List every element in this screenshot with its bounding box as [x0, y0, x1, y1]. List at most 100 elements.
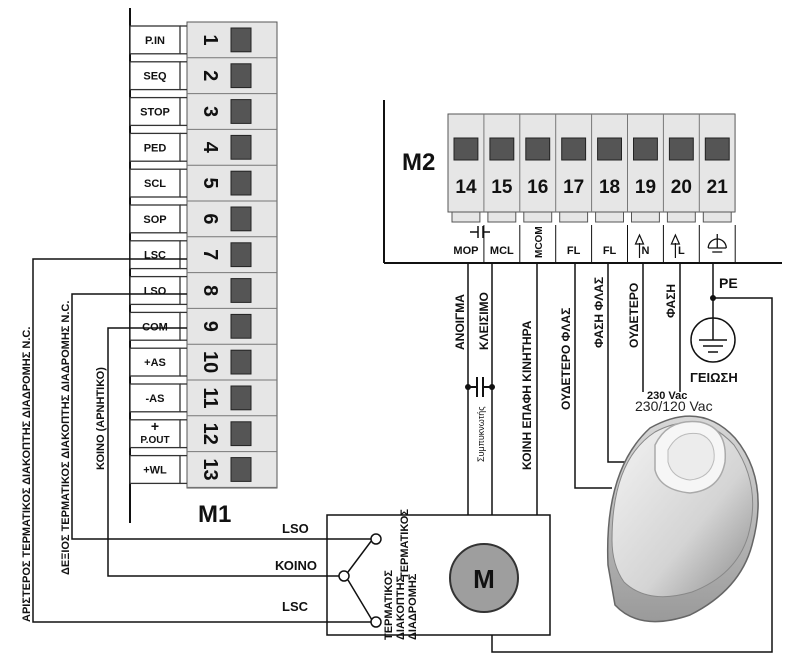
terminal-screw-icon [453, 137, 479, 161]
m1-label-text: +AS [144, 357, 166, 369]
m2-terminal-number: 19 [635, 177, 656, 198]
m2-terminal-number: 21 [707, 177, 729, 198]
m1-terminal-number: 8 [199, 285, 221, 296]
terminal-screw-icon [525, 137, 551, 161]
motor-letter: M [473, 564, 495, 594]
m1-label-text: -AS [146, 393, 165, 405]
m1-label-box [129, 383, 181, 413]
arrow-up-icon [634, 233, 645, 245]
terminal-screw-icon [230, 421, 252, 447]
pe-label: PE [719, 275, 738, 291]
m2-terminal-number: 14 [455, 177, 477, 198]
m1-label-box [129, 96, 181, 127]
m2-terminal-number: 18 [599, 177, 620, 198]
terminal-screw-icon [230, 242, 252, 268]
ground-icon [690, 317, 736, 363]
m1-label-text: SOP [143, 214, 166, 226]
terminal-screw-icon [633, 137, 658, 161]
m1-title: M1 [198, 501, 231, 528]
m2-sub-label: MOP [453, 245, 478, 257]
label-neutral: ΟΥΔΕΤΕΡΟ [627, 283, 641, 348]
supply-label-b: 230/120 Vac [635, 398, 713, 414]
m1-label-text: P.IN [145, 35, 165, 47]
terminal-screw-icon [230, 206, 252, 232]
label-flash-neutral: ΟΥΔΕΤΕΡΟ ΦΛΑΣ [559, 308, 573, 410]
terminal-screw-icon [230, 313, 252, 339]
m1-terminal-3: STOP 3 [129, 96, 277, 130]
m1-label-text: P.OUT [140, 435, 169, 446]
m1-terminal-number: 3 [199, 106, 221, 117]
supply-label-a: 230 Vac [647, 390, 687, 402]
m1-label-box [129, 419, 181, 449]
m1-label-box [129, 25, 181, 55]
m2-title: M2 [402, 149, 435, 176]
com-description: ΚΟΙΝΟ (ΑΡΝΗΤΙΚΟ) [95, 367, 107, 470]
terminal-screw-icon [668, 137, 694, 161]
terminal-screw-icon [561, 137, 587, 161]
terminal-screw-icon [230, 134, 252, 160]
terminal-screw-icon [230, 170, 252, 196]
m1-label-text: +WL [143, 465, 167, 477]
motor-common-label: ΚΟΙΝΟ [275, 558, 317, 573]
m2-sub-label: FL [603, 245, 617, 257]
m1-label-box [129, 454, 181, 485]
motor-lsc-label: LSC [282, 599, 309, 614]
m1-label-text: PED [144, 142, 167, 154]
m1-label-box [129, 311, 181, 341]
m2-terminal-19: 19N [631, 114, 664, 262]
m2-terminal-21: 21 [702, 114, 736, 262]
m2-terminal-number: 15 [491, 177, 513, 198]
terminal-screw-icon [230, 278, 252, 303]
m1-label-box [129, 61, 181, 91]
ground-terminal-icon [707, 234, 727, 253]
terminal-screw-icon [230, 63, 252, 89]
m1-label-text: SCL [144, 178, 166, 190]
m2-terminal-number: 20 [671, 177, 692, 198]
terminal-screw-icon [230, 99, 252, 124]
label-open: ΑΝΟΙΓΜΑ [453, 294, 467, 350]
terminal-screw-icon [230, 349, 252, 375]
m2-sub-label: MCL [490, 245, 514, 257]
label-close: ΚΛΕΙΣΙΜΟ [477, 292, 491, 350]
switch-label-3: ΔΙΑΚΟΠΤΗΣ [395, 575, 407, 640]
m1-terminal-number: 6 [199, 213, 221, 224]
arrow-up-icon [670, 233, 681, 245]
ground-label: ΓΕΙΩΣΗ [690, 370, 738, 385]
motor-box: LSO ΚΟΙΝΟ LSC ΤΕΡΜΑΤΙΚΟΣ ΤΕΡΜΑΤΙΚΟΣ ΔΙΑΚ… [275, 509, 551, 640]
terminal-screw-icon [597, 137, 622, 161]
switch-label-1: ΤΕΡΜΑΤΙΚΟΣ [399, 509, 411, 579]
m1-label-text: LSO [144, 286, 167, 298]
m1-label-box [129, 347, 181, 377]
terminal-screw-icon [489, 137, 515, 161]
m2-terminal-number: 16 [527, 177, 548, 198]
m1-terminal-6: SOP 6 [129, 204, 277, 238]
m1-terminal-number: 10 [199, 351, 221, 373]
m1-label-prefix: + [151, 418, 159, 434]
label-flash-phase: ΦΑΣΗ ΦΛΑΣ [592, 277, 606, 348]
lso-description: ΔΕΞΙΟΣ ΤΕΡΜΑΤΙΚΟΣ ΔΙΑΚΟΠΤΗΣ ΔΙΑΔΡΟΜΗΣ N.… [60, 301, 72, 575]
switch-label-2: ΤΕΡΜΑΤΙΚΟΣ [383, 570, 395, 640]
m1-label-text: SEQ [143, 71, 167, 83]
m1-label-box [129, 132, 181, 162]
m1-terminal-10: +AS 10 [129, 347, 277, 381]
switch-label-4: ΔΙΑΔΡΟΜΗΣ [407, 573, 419, 640]
motor-symbol [449, 543, 519, 613]
m2-terminal-20: 20L [666, 114, 700, 262]
m1-label-text: LSC [144, 250, 166, 262]
m1-label-text: STOP [140, 107, 170, 119]
label-motor-common: ΚΟΙΝΗ ΕΠΑΦΗ ΚΙΝΗΤΗΡΑ [520, 320, 534, 470]
